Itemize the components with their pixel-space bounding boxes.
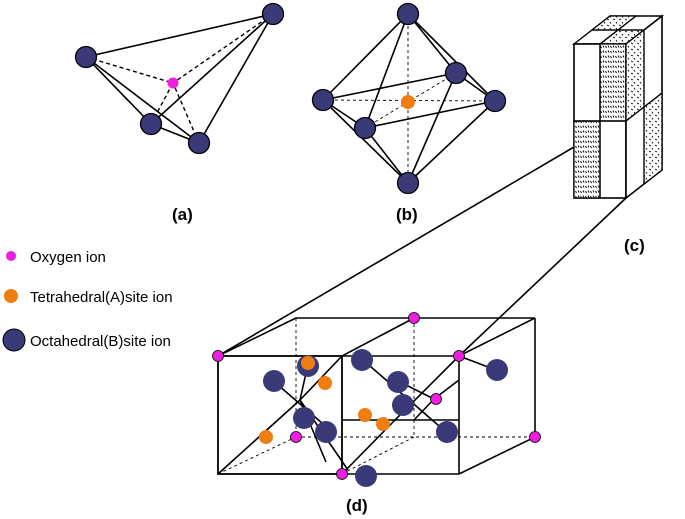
panel-label-a: (a) [172, 205, 193, 224]
panel-d-octants: (d) [212, 312, 541, 515]
octahedral-ion [263, 370, 285, 392]
oxygen-ion [529, 431, 541, 443]
octahedral-ion [483, 89, 507, 113]
octahedral-ion [74, 45, 98, 69]
octahedral-ion [351, 349, 373, 371]
octahedral-ion [261, 2, 285, 26]
tetrahedral-ion [401, 95, 415, 109]
octahedral-ion [392, 394, 414, 416]
oxygen-ion [336, 468, 348, 480]
octahedral-ion [387, 371, 409, 393]
legend-oxygen-label: Oxygen ion [30, 249, 106, 266]
octahedral-ion [187, 131, 211, 155]
oxygen-ion [453, 350, 465, 362]
legend-tetrahedral-swatch [4, 289, 18, 303]
octahedral-ion [139, 112, 163, 136]
octahedral-ion [436, 421, 458, 443]
oxygen-ion [290, 431, 302, 443]
octahedral-ion [293, 407, 315, 429]
legend: Oxygen ion Tetrahedral(A)site ion Octahe… [2, 249, 173, 352]
tetrahedral-ion [376, 417, 390, 431]
panel-a-tetrahedron: (a) [74, 2, 285, 224]
octahedral-ion [486, 359, 508, 381]
panel-label-d: (d) [346, 496, 368, 515]
panel-label-c: (c) [624, 236, 645, 255]
legend-tetrahedral-label: Tetrahedral(A)site ion [30, 289, 173, 306]
oxygen-ion [167, 77, 179, 89]
panel-c-unit-cell: (c) [571, 14, 665, 255]
legend-octahedral-label: Octahedral(B)site ion [30, 333, 171, 350]
legend-oxygen-swatch [6, 251, 16, 261]
tetrahedral-ion [318, 376, 332, 390]
tetrahedral-ion [301, 356, 315, 370]
panel-label-b: (b) [396, 205, 418, 224]
octahedral-ion [396, 2, 420, 26]
panel-b-octahedron: (b) [311, 2, 507, 224]
oxygen-ion [408, 312, 420, 324]
octahedral-ion [396, 171, 420, 195]
octahedral-ion [444, 61, 468, 85]
octahedral-ion [355, 465, 377, 487]
oxygen-ion [430, 393, 442, 405]
projection-line-left [217, 146, 575, 357]
tetrahedral-ion [358, 408, 372, 422]
octahedral-ion [353, 116, 377, 140]
octahedral-ion [315, 421, 337, 443]
oxygen-ion [212, 350, 224, 362]
projection-line-right [458, 197, 627, 357]
octahedral-ion [311, 88, 335, 112]
tetrahedral-ion [259, 430, 273, 444]
legend-octahedral-swatch [2, 328, 26, 352]
